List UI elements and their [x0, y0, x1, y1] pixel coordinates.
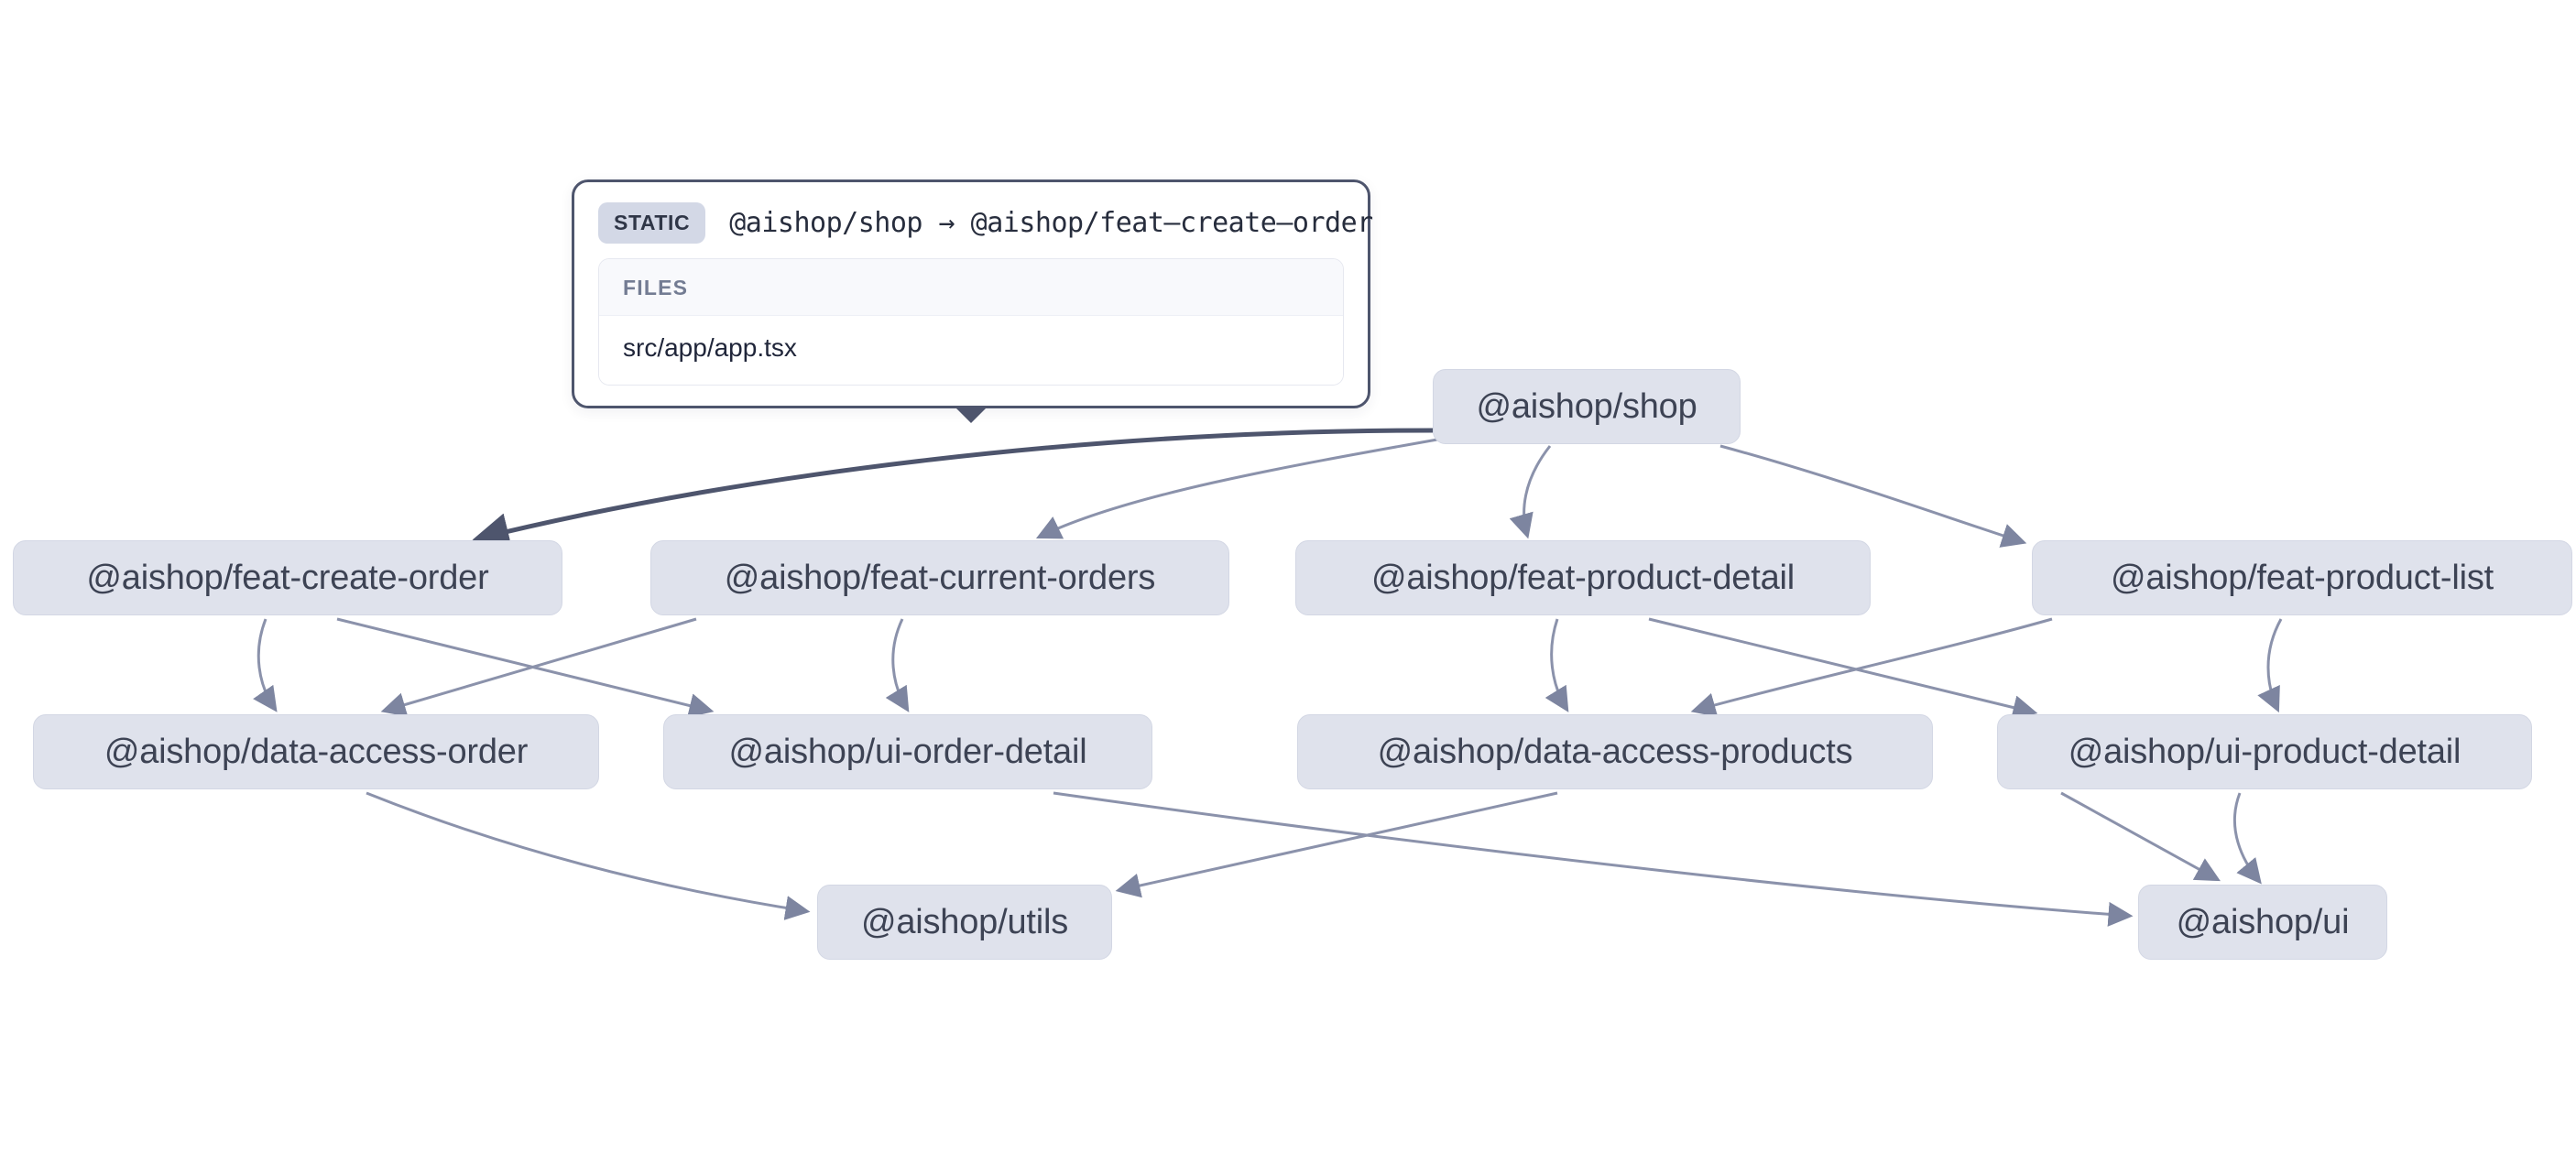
node-aishop-feat-current-orders[interactable]: @aishop/feat-current-orders — [650, 540, 1229, 615]
edge-feat-product-list-to-ui-product-detail — [2257, 618, 2283, 713]
edge-feat-create-order-to-ui-order-detail — [336, 617, 715, 718]
node-label: @aishop/shop — [1476, 386, 1697, 426]
edge-feat-product-detail-to-ui-product-detail — [1648, 617, 2038, 720]
tooltip-pointer-icon — [954, 406, 988, 423]
node-aishop-ui-product-detail[interactable]: @aishop/ui-product-detail — [1997, 714, 2532, 789]
node-label: @aishop/feat-create-order — [86, 558, 489, 597]
edge-shop-to-feat-product-detail — [1509, 445, 1552, 539]
edge-tooltip[interactable]: STATIC @aishop/shop → @aishop/feat–creat… — [572, 179, 1373, 423]
edge-feat-product-detail-to-data-access-products — [1545, 618, 1569, 712]
node-label: @aishop/feat-product-list — [2111, 558, 2494, 597]
file-list-item[interactable]: src/app/app.tsx — [599, 316, 1343, 385]
edge-feat-product-list-to-data-access-products — [1690, 617, 2053, 717]
node-label: @aishop/data-access-products — [1377, 732, 1853, 771]
node-label: @aishop/ui-order-detail — [728, 732, 1087, 771]
edge-data-access-order-to-utils — [366, 791, 811, 920]
node-label: @aishop/data-access-order — [104, 732, 529, 771]
node-aishop-shop[interactable]: @aishop/shop — [1433, 369, 1741, 444]
static-badge: STATIC — [598, 202, 706, 244]
edge-shop-to-feat-create-order — [472, 428, 1434, 549]
edge-ui-product-detail-to-ui — [2232, 792, 2262, 885]
edge-shop-to-feat-product-list — [1719, 444, 2027, 548]
edge-feat-current-orders-to-ui-order-detail — [885, 618, 910, 712]
node-aishop-ui[interactable]: @aishop/ui — [2138, 885, 2387, 960]
tooltip-title: @aishop/shop → @aishop/feat–create–order — [729, 207, 1373, 239]
edge-feat-create-order-to-data-access-order — [253, 618, 278, 712]
edge-ui-order-detail-to-ui — [1053, 791, 2134, 927]
files-header-label: FILES — [599, 259, 1343, 316]
node-aishop-ui-order-detail[interactable]: @aishop/ui-order-detail — [663, 714, 1152, 789]
node-aishop-data-access-products[interactable]: @aishop/data-access-products — [1297, 714, 1933, 789]
edge-feat-current-orders-to-data-access-order — [380, 617, 697, 717]
edge-ui-product-detail-to-ui-left — [2060, 791, 2221, 882]
node-label: @aishop/ui-product-detail — [2068, 732, 2461, 771]
node-label: @aishop/feat-product-detail — [1371, 558, 1795, 597]
node-aishop-feat-product-detail[interactable]: @aishop/feat-product-detail — [1295, 540, 1871, 615]
node-aishop-feat-create-order[interactable]: @aishop/feat-create-order — [13, 540, 562, 615]
node-label: @aishop/feat-current-orders — [724, 558, 1156, 597]
node-aishop-utils[interactable]: @aishop/utils — [817, 885, 1112, 960]
node-aishop-feat-product-list[interactable]: @aishop/feat-product-list — [2032, 540, 2572, 615]
files-panel: FILES src/app/app.tsx — [598, 258, 1344, 386]
edge-data-access-products-to-utils — [1115, 791, 1558, 898]
tooltip-header: STATIC @aishop/shop → @aishop/feat–creat… — [574, 182, 1373, 258]
edge-shop-to-feat-current-orders — [1035, 436, 1448, 539]
node-label: @aishop/ui — [2176, 902, 2350, 941]
node-aishop-data-access-order[interactable]: @aishop/data-access-order — [33, 714, 599, 789]
node-label: @aishop/utils — [860, 902, 1069, 941]
